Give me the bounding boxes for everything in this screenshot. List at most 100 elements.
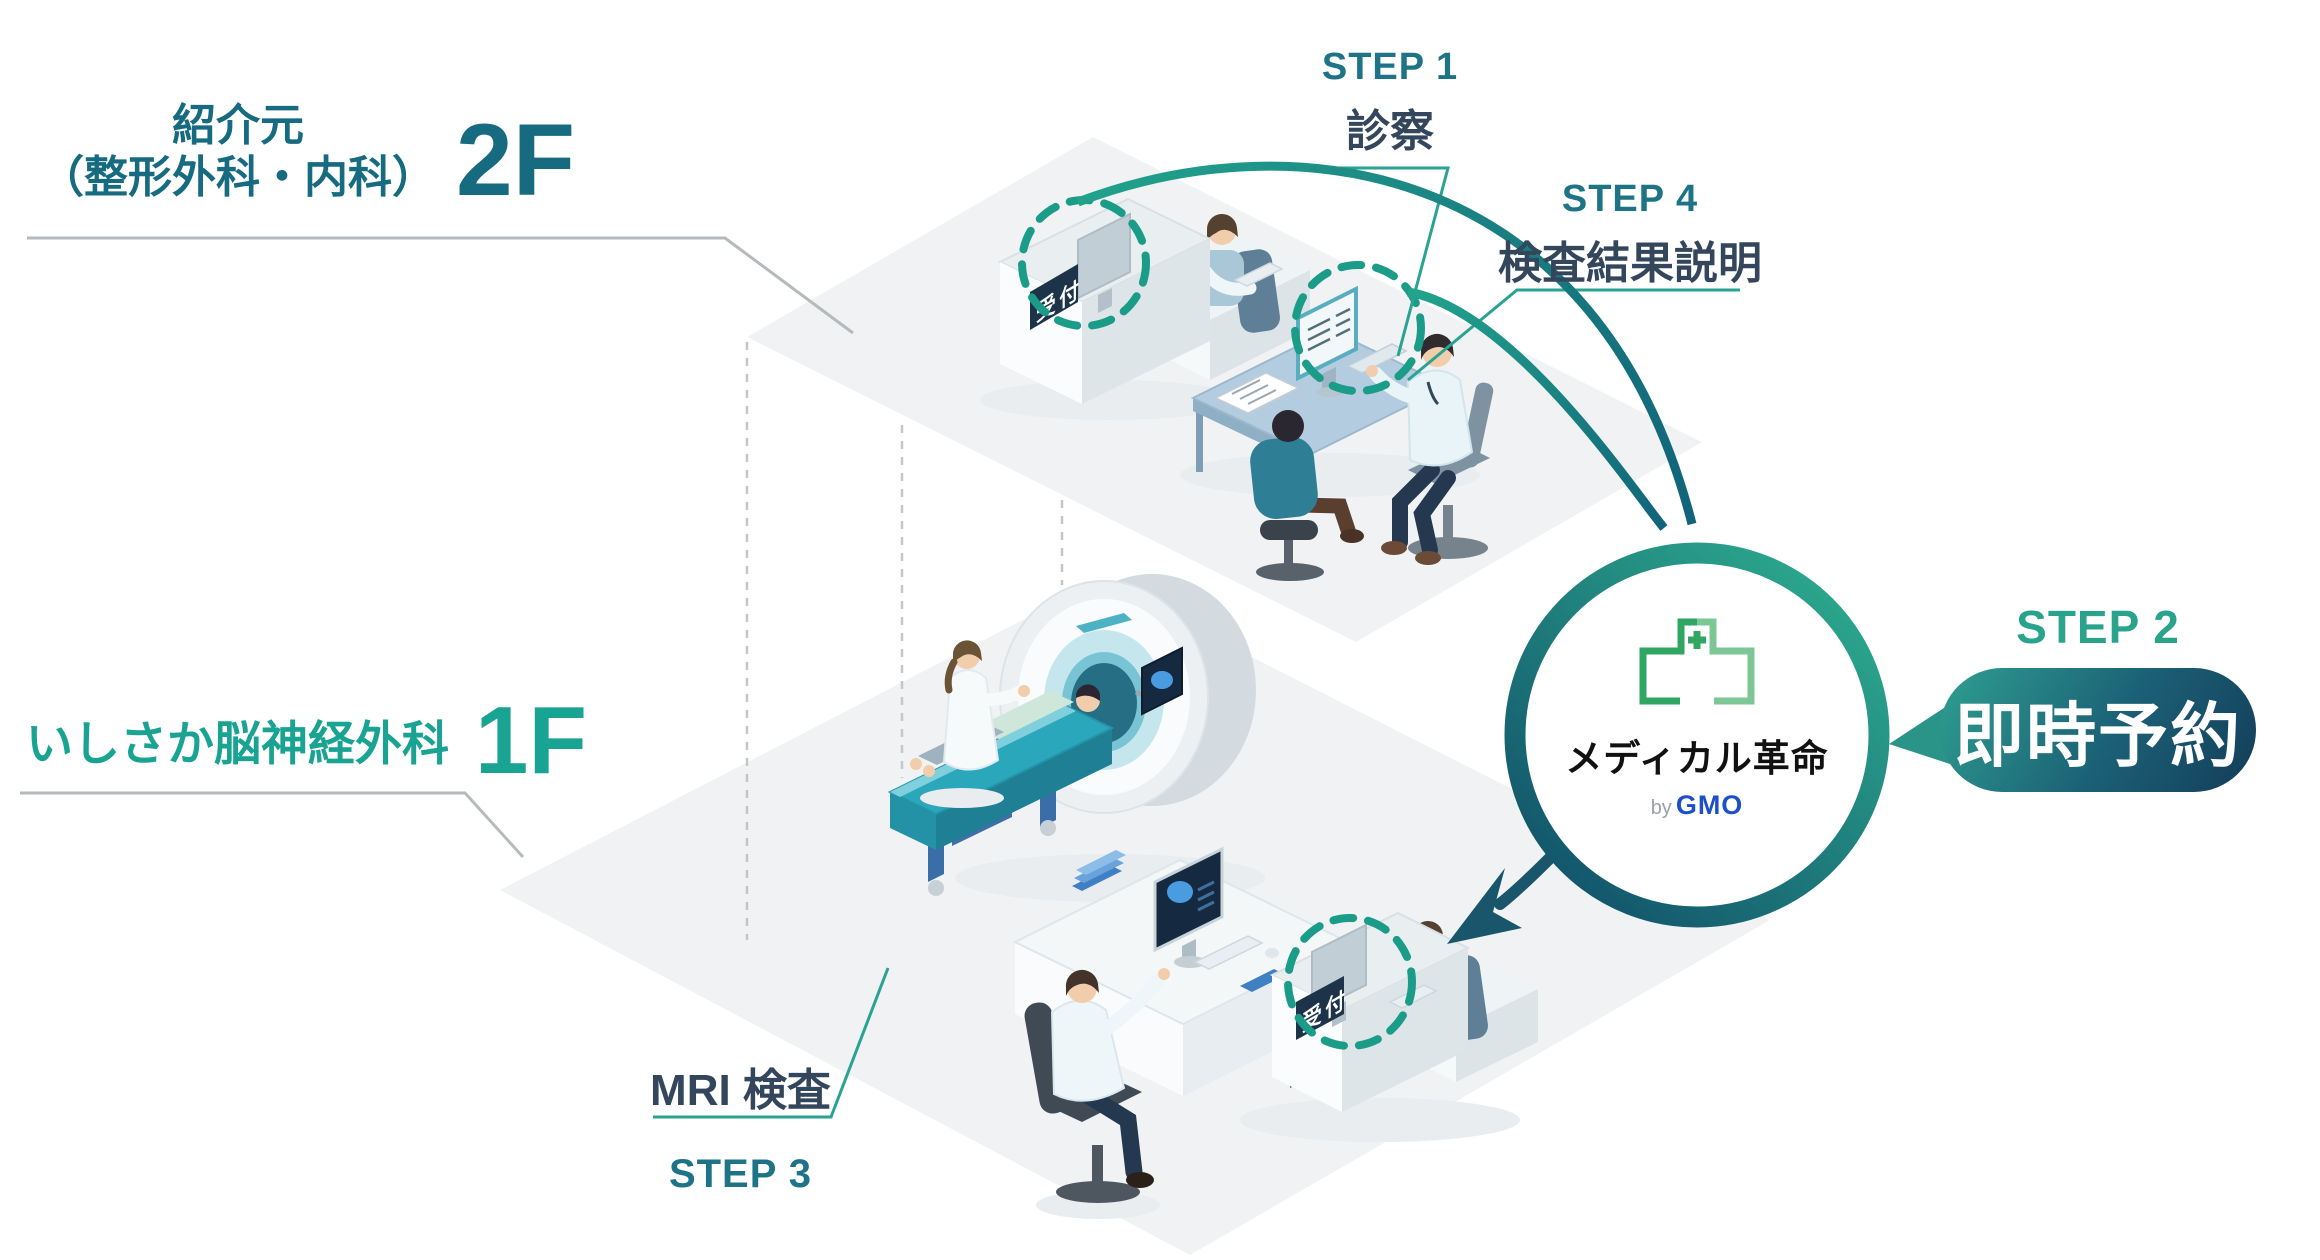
arrow-head [1447, 868, 1522, 944]
floor2-label: 紹介元 （整形外科・内科） 2F [40, 100, 575, 211]
bed-side [890, 792, 936, 850]
highlight-circle-1f-reception [1284, 914, 1416, 1050]
step4-title: 検査結果説明 [1498, 239, 1762, 288]
shoe [1340, 529, 1364, 543]
instant-booking-bubble: 即時予約 [1940, 668, 2256, 792]
step1-number: STEP 1 [1321, 46, 1459, 88]
logo-by-prefix: by [1650, 797, 1672, 819]
medical-kakumei-logo-circle [1504, 542, 1890, 928]
caster [928, 880, 944, 896]
step2-bubble-text: 即時予約 [1954, 696, 2242, 775]
flow-arc-from-consult [1407, 287, 1668, 531]
leader-floor1-label [20, 791, 525, 859]
keyboard [1193, 935, 1264, 970]
document-lines [1307, 307, 1351, 352]
head-back [1272, 410, 1304, 442]
stool-pole [1284, 540, 1293, 570]
arm [1369, 367, 1423, 405]
sweater-torso [1250, 437, 1318, 519]
floor1-clinic-name: いしさか脳神経外科 [26, 716, 449, 770]
binder [1076, 850, 1126, 875]
doctor [1366, 333, 1494, 565]
shoe [1126, 1172, 1154, 1188]
arm [1095, 971, 1167, 1039]
highlight-circle-consult-monitor [1291, 261, 1425, 395]
hair [1206, 213, 1238, 242]
brain-scan-icon [1151, 671, 1173, 689]
patient-torso [975, 691, 1074, 739]
brain-scan-icon [1167, 881, 1193, 903]
mri-scene-1f [887, 574, 1351, 1219]
counter-side [1082, 239, 1210, 404]
nurse-hand [1018, 685, 1030, 697]
nurse-arm [975, 685, 1027, 707]
leader-step3 [653, 967, 890, 1119]
operator-monitor [1153, 846, 1224, 968]
counter-side [1342, 948, 1468, 1112]
bed-side-right [936, 728, 1112, 850]
mri-operator [1024, 968, 1170, 1203]
consult-keyboard [1346, 343, 1408, 374]
nurse-hair [952, 640, 982, 665]
stethoscope [1426, 381, 1440, 406]
patient-foot [910, 758, 922, 770]
hospital-right-wing [1697, 618, 1755, 705]
patient-hair [1075, 684, 1100, 701]
step2-number: STEP 2 [2016, 601, 2180, 653]
floor2-title-line2: （整形外科・内科） [40, 152, 436, 202]
nurse-shadow [920, 788, 1004, 808]
mri-top-slot [1076, 613, 1132, 633]
patient [1250, 410, 1364, 581]
hospital-icon [1639, 618, 1755, 705]
reception-scene-1f: 受付 [1240, 911, 1538, 1142]
floor2-title-line1: 紹介元 [172, 101, 304, 150]
monitor-base [1174, 956, 1206, 968]
return-desk-side [1456, 989, 1538, 1082]
desk-shadow [980, 380, 1240, 420]
logo-ring [1504, 542, 1890, 928]
leg [1077, 1085, 1143, 1181]
patient-foot [923, 765, 935, 777]
consultation-scene-2f [1180, 285, 1494, 581]
step1-title: 診察 [1346, 107, 1434, 156]
caster [1040, 820, 1056, 836]
logo-product-name: メディカル革命 [1565, 738, 1829, 779]
stool-base [1256, 563, 1324, 581]
paper-lines [1231, 379, 1277, 405]
arrow-shaft [1494, 850, 1558, 910]
paper-sheet [1214, 372, 1300, 414]
hair [1065, 969, 1099, 996]
speech-bubble-tail [1889, 700, 1956, 766]
reception-scene-2f: 受付 [980, 197, 1310, 420]
chair-pole [1092, 1145, 1103, 1195]
mouse [1265, 948, 1279, 958]
shoe [1381, 541, 1407, 555]
floor1-label: いしさか脳神経外科 1F [26, 693, 587, 789]
white-coat [1406, 369, 1474, 467]
binder [1074, 858, 1124, 883]
leader-step4 [1407, 288, 1740, 382]
flow-arrow-to-1f-reception [1447, 850, 1558, 944]
screen [1296, 285, 1358, 382]
nurse-ponytail [944, 658, 958, 694]
step4-label: STEP 4 検査結果説明 [1492, 178, 1768, 291]
desk-shadow [1240, 1098, 1520, 1142]
gmo-logo-text: GMO [1675, 790, 1744, 820]
step3-label: MRI 検査 STEP 3 [628, 1048, 853, 1197]
chair-pole [1443, 505, 1453, 550]
step2-label: STEP 2 即時予約 [1940, 600, 2256, 792]
floor2-title: 紹介元 （整形外科・内科） [40, 100, 436, 204]
monitor-2f [1077, 212, 1131, 313]
monitor-stand [1098, 288, 1112, 313]
hand [1158, 968, 1170, 980]
table-leg [1196, 398, 1203, 472]
papers [1214, 372, 1300, 414]
hospital-cross [1688, 631, 1706, 649]
scan-chart-lines [1197, 880, 1215, 912]
shoe [1415, 551, 1441, 565]
leader-floor2-label [27, 236, 854, 335]
nurse [920, 640, 1030, 808]
